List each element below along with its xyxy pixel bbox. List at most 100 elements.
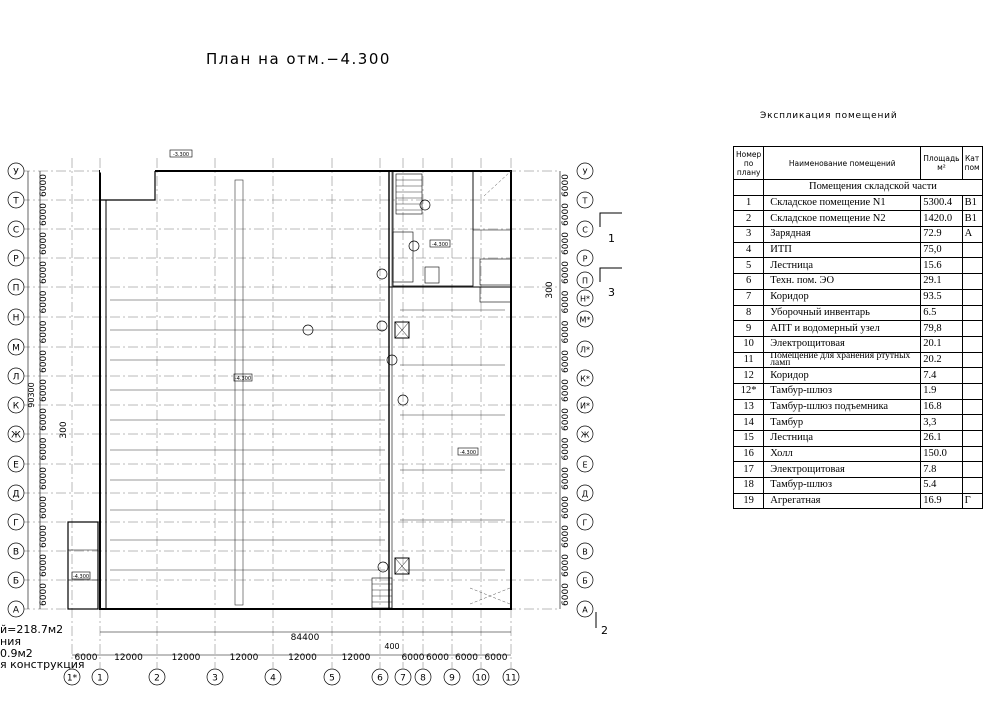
room-marker xyxy=(397,394,409,406)
col-axis-bubble xyxy=(414,668,432,686)
row-spacing-dim: 6000 xyxy=(561,232,571,255)
header-name: Наименование помещений xyxy=(763,146,922,180)
row-axis-label: Е xyxy=(13,461,19,471)
row-axis-bubble xyxy=(7,571,25,589)
row-axis-bubble xyxy=(576,425,594,443)
cut-mark-label: 2 xyxy=(601,624,608,637)
row-axis-bubble xyxy=(576,271,594,289)
row-spacing-dim: 6000 xyxy=(561,320,571,343)
room-area: 20.2 xyxy=(920,351,963,369)
col-spacing-dim: 12000 xyxy=(172,653,201,663)
row-axis-label: Ж xyxy=(581,431,590,440)
room-area: 20.1 xyxy=(920,335,963,353)
row-axis-label: А xyxy=(582,606,588,615)
col-axis-label: 2 xyxy=(154,674,160,684)
row-axis-bubble xyxy=(7,338,25,356)
room-area: 16.9 xyxy=(920,492,963,510)
row-spacing-dim: 6000 xyxy=(39,174,49,197)
room-number: 17 xyxy=(732,461,765,479)
room-name: Лестница xyxy=(763,430,922,447)
col-axis-bubble xyxy=(63,668,81,686)
level-mark: -4.300 xyxy=(73,574,89,580)
room-name: Помещение для хранения ртутных ламп xyxy=(763,351,922,369)
explication-table: Номер по плану Наименование помещений Пл… xyxy=(732,146,983,510)
room-category xyxy=(961,288,983,306)
row-axis-label: М xyxy=(12,344,20,354)
row-axis-label: Д xyxy=(582,490,588,499)
row-axis-bubble xyxy=(576,220,594,238)
row-spacing-dim: 6000 xyxy=(39,232,49,255)
header-number: Номер по плану xyxy=(732,146,765,180)
row-spacing-dim: 6000 xyxy=(561,525,571,548)
col-spacing-dim: 6000 xyxy=(485,653,508,663)
col-spacing-dim: 6000 xyxy=(455,653,478,663)
room-marker xyxy=(408,240,420,252)
service-block xyxy=(392,170,474,287)
row-axis-label: Т xyxy=(12,197,19,207)
staircase xyxy=(371,577,393,609)
row-axis-bubble xyxy=(576,340,594,358)
row-spacing-dim: 6000 xyxy=(561,174,571,197)
col-axis-bubble xyxy=(371,668,389,686)
row-axis-label: Г xyxy=(583,519,588,528)
room-area: 72.9 xyxy=(920,226,963,243)
row-axis-label: Т xyxy=(582,197,588,206)
room-category: Г xyxy=(961,492,983,510)
room-category: B1 xyxy=(961,210,983,228)
row-spacing-dim: 6000 xyxy=(39,525,49,548)
room-outline xyxy=(479,286,512,303)
room-area: 3,3 xyxy=(920,414,963,431)
col-axis-bubble xyxy=(323,668,341,686)
row-axis-bubble xyxy=(7,278,25,296)
room-outline xyxy=(392,231,414,283)
room-area: 6.5 xyxy=(920,304,963,322)
row-axis-label: И* xyxy=(580,402,590,411)
inner-wall xyxy=(100,171,156,201)
row-axis-label: П xyxy=(13,284,20,294)
room-name: Лестница xyxy=(763,257,922,275)
room-number: 4 xyxy=(732,241,765,259)
row-axis-bubble xyxy=(576,484,594,502)
col-axis-bubble xyxy=(206,668,224,686)
room-area: 16.8 xyxy=(920,398,963,416)
row-axis-bubble xyxy=(7,455,25,473)
row-axis-label: Л xyxy=(13,373,20,383)
row-axis-bubble xyxy=(576,600,594,618)
section-cut-mark xyxy=(599,212,622,227)
room-area: 75,0 xyxy=(920,241,963,259)
room-area: 1420.0 xyxy=(920,210,963,228)
room-name: Агрегатная xyxy=(763,492,922,510)
row-axis-bubble xyxy=(576,396,594,414)
row-axis-label: С xyxy=(582,226,588,235)
room-number: 10 xyxy=(732,335,765,353)
header-category: Кат пом xyxy=(961,146,983,180)
row-axis-label: С xyxy=(13,226,19,236)
col-axis-bubble xyxy=(91,668,109,686)
room-category xyxy=(961,430,983,447)
level-mark: -4.300 xyxy=(235,376,251,382)
room-marker xyxy=(377,561,389,573)
col-spacing-dim: 12000 xyxy=(230,653,259,663)
room-number: 9 xyxy=(732,320,765,337)
room-number: 19 xyxy=(732,492,765,510)
col-axis-label: 7 xyxy=(400,674,406,684)
small-dim: 300 xyxy=(545,281,555,298)
row-axis-label: А xyxy=(13,606,20,616)
col-spacing-dim: 6000 xyxy=(75,653,98,663)
row-spacing-dim: 6000 xyxy=(561,554,571,577)
overall-width-dim: 84400 xyxy=(291,633,320,643)
col-axis-bubble xyxy=(472,668,490,686)
row-axis-bubble xyxy=(576,162,594,180)
left-note: я конструкция xyxy=(0,658,85,671)
